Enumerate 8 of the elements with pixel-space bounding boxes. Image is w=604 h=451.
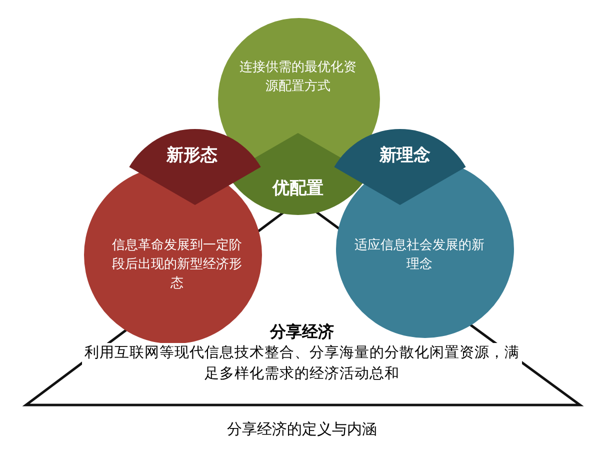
- circle-text: 信息革命发展到一定阶段后出现的新型经济形态: [112, 237, 242, 293]
- caption: 分享经济的定义与内涵: [226, 420, 378, 439]
- circle-text: 适应信息社会发展的新理念: [354, 237, 486, 274]
- circle-heading: 新形态: [166, 144, 218, 166]
- circle-text: 连接供需的最优化资源配置方式: [238, 59, 358, 96]
- circle-heading: 新理念: [380, 144, 430, 166]
- circle-heading: 优配置: [272, 178, 324, 200]
- heading: 分享经济: [270, 322, 334, 343]
